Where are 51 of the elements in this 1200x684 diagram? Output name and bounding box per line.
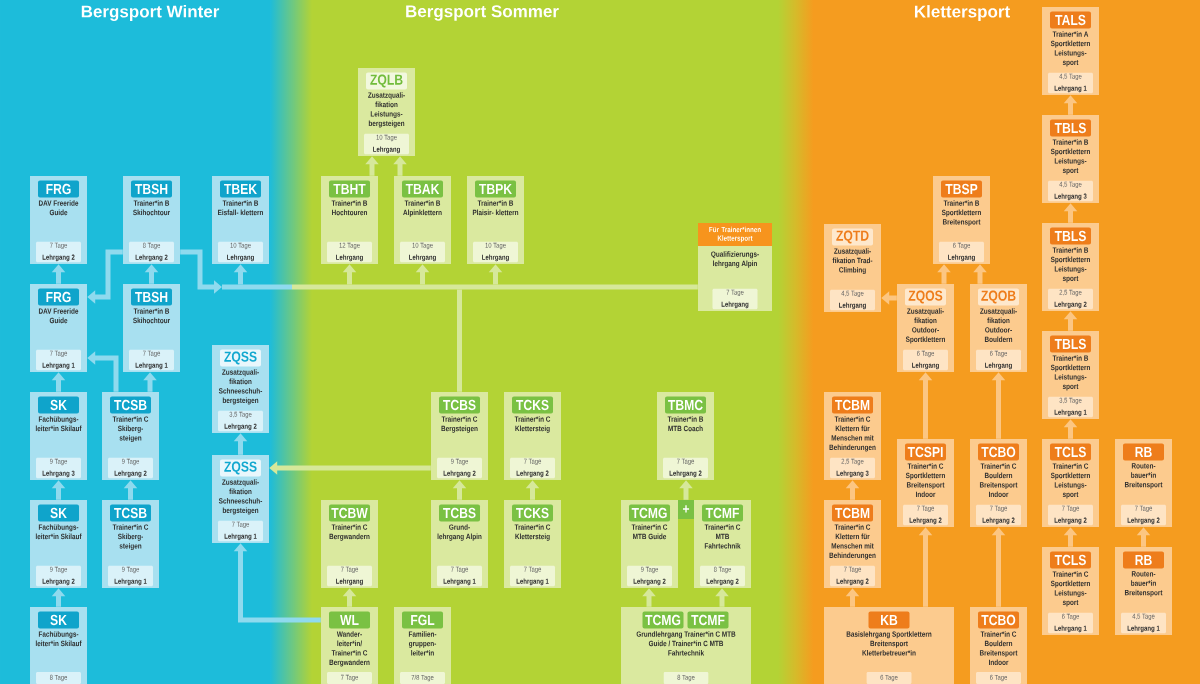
code-badge: TBSH <box>131 288 172 306</box>
code-badge: WL <box>329 611 370 629</box>
code-badge: KB <box>868 611 910 629</box>
code-badge: TCBM <box>832 504 873 522</box>
code-badge: TCSB <box>110 504 151 522</box>
code-badge: TCLS <box>1050 551 1091 569</box>
section-title: Bergsport Winter <box>81 5 220 21</box>
code-badge: TCBO <box>978 611 1019 629</box>
code-badge: TCSPI <box>905 443 946 461</box>
code-badge: ZQOB <box>978 288 1019 306</box>
section-title: Bergsport Sommer <box>406 5 559 21</box>
section-title: Klettersport <box>915 5 1010 21</box>
code-badge: FRG <box>38 180 79 198</box>
code-badge: ZQSS <box>220 349 261 367</box>
arrow <box>87 249 123 304</box>
arrow <box>233 543 321 623</box>
code-badge: TCMG <box>629 504 670 522</box>
code-badge: TBLS <box>1050 227 1091 245</box>
code-badge: ZQSS <box>220 459 261 477</box>
code-badge: TCMF <box>702 504 743 522</box>
code-badge: TCBS <box>439 504 480 522</box>
code-badge: TBSP <box>941 180 982 198</box>
code-badge: TBMC <box>665 396 706 414</box>
code-badge: TALS <box>1050 11 1091 29</box>
code-badge: TCBS <box>439 396 480 414</box>
code-badge: SK <box>38 396 79 414</box>
code-badge: FRG <box>38 288 79 306</box>
code-badge: RB <box>1123 551 1164 569</box>
code-badge: TCBW <box>329 504 370 522</box>
code-badge: FGL <box>402 611 443 629</box>
code-badge: TCBM <box>832 396 873 414</box>
code-badge: TBAK <box>402 180 443 198</box>
code-badge: TBPK <box>475 180 516 198</box>
code-badge: TCKS <box>512 396 553 414</box>
code-badge: SK <box>38 504 79 522</box>
code-badge: TCMG <box>642 611 684 629</box>
code-badge: SK <box>38 611 79 629</box>
code-badge: TBSH <box>131 180 172 198</box>
code-badge: TCMF <box>687 611 729 629</box>
code-badge: TBLS <box>1050 335 1091 353</box>
code-badge: TBHT <box>329 180 370 198</box>
code-badge: TCKS <box>512 504 553 522</box>
code-badge: TCBO <box>978 443 1019 461</box>
code-badge: ZQTD <box>832 228 873 246</box>
code-badge: TCLS <box>1050 443 1091 461</box>
code-badge: RB <box>1123 443 1164 461</box>
code-badge: TBLS <box>1050 119 1091 137</box>
code-badge: TCSB <box>110 396 151 414</box>
code-badge: ZQLB <box>366 72 407 90</box>
code-badge: TBEK <box>220 180 261 198</box>
code-badge: ZQOS <box>905 288 946 306</box>
